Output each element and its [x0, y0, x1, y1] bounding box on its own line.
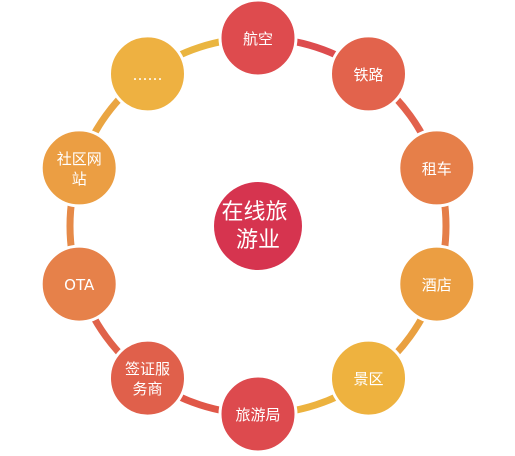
node-label: 酒店 — [422, 276, 452, 294]
node-car-rental: 租车 — [397, 128, 477, 208]
node-label-line: 签证服 — [125, 360, 170, 378]
node-scenic-area: 景区 — [329, 338, 409, 418]
node-label: 铁路 — [353, 65, 383, 83]
node-label-line: 站 — [72, 169, 87, 187]
node-label: 租车 — [422, 159, 452, 177]
node-label: 社区网站 — [57, 149, 102, 187]
node-label-line: 务商 — [132, 380, 162, 398]
center-label-line: 在线旅 — [221, 200, 287, 225]
node-label-line: 航空 — [243, 30, 273, 48]
node-circle — [39, 244, 119, 324]
node-label: 旅游局 — [235, 406, 280, 424]
node-circle — [107, 338, 187, 418]
node-airline: 航空 — [218, 0, 298, 78]
node-circle — [218, 374, 298, 454]
node-label: 景区 — [353, 370, 383, 388]
node-community-site: 社区网站 — [39, 128, 119, 208]
node-visa-service: 签证服务商 — [107, 338, 187, 418]
node-label: OTA — [64, 276, 95, 294]
node-hotel: 酒店 — [397, 244, 477, 324]
node-label-line: 租车 — [422, 159, 452, 177]
node-circle — [397, 244, 477, 324]
node-circle — [329, 338, 409, 418]
node-label: 签证服务商 — [125, 360, 170, 398]
node-label-line: 景区 — [353, 370, 383, 388]
node-label-line: 旅游局 — [235, 406, 280, 424]
center-label-line: 游业 — [236, 228, 280, 253]
node-circle — [39, 128, 119, 208]
center-label: 在线旅 游业 — [221, 200, 294, 253]
node-label-line: 社区网 — [57, 149, 102, 167]
center-circle — [214, 182, 302, 270]
node-circle — [218, 0, 298, 78]
node-label: 航空 — [243, 30, 273, 48]
center-node: 在线旅 游业 — [214, 182, 302, 270]
node-label-line: 酒店 — [422, 276, 452, 294]
node-label-line: OTA — [64, 276, 95, 294]
node-railway: 铁路 — [329, 34, 409, 114]
node-circle — [397, 128, 477, 208]
node-label-line: 铁路 — [353, 65, 383, 83]
node-circle — [107, 34, 187, 114]
node-label: …… — [132, 65, 162, 83]
node-tourism-bureau: 旅游局 — [218, 374, 298, 454]
node-label-line: …… — [132, 65, 162, 83]
node-circle — [329, 34, 409, 114]
node-more: …… — [107, 34, 187, 114]
node-ota: OTA — [39, 244, 119, 324]
